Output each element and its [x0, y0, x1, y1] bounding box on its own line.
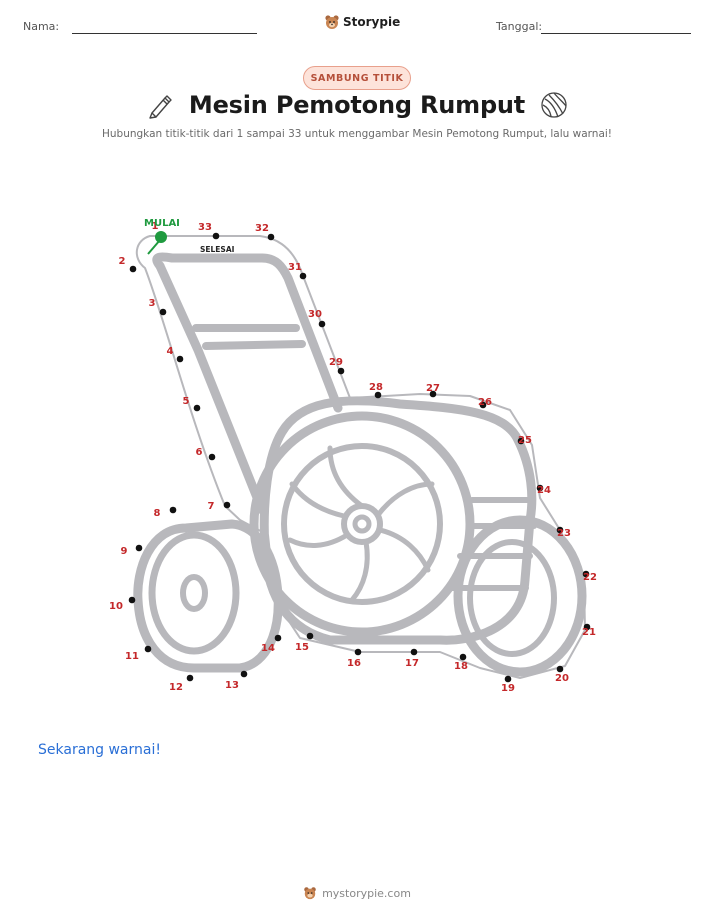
dot-number-18: 18: [454, 661, 468, 672]
dot-number-24: 24: [537, 485, 551, 496]
dot-2[interactable]: [129, 265, 137, 273]
dot-30[interactable]: [318, 320, 326, 328]
dot-number-5: 5: [183, 396, 190, 407]
bear-logo-icon: [325, 15, 339, 29]
dot-10[interactable]: [128, 596, 136, 604]
dot-17[interactable]: [410, 648, 418, 656]
dot-number-27: 27: [426, 383, 440, 394]
dot-22[interactable]: [582, 570, 590, 578]
dot-4[interactable]: [176, 355, 184, 363]
date-line[interactable]: [541, 33, 691, 34]
dot-14[interactable]: [274, 634, 282, 642]
dot-21[interactable]: [583, 623, 591, 631]
dot-23[interactable]: [556, 526, 564, 534]
dot-number-32: 32: [255, 223, 269, 234]
dot-33[interactable]: [212, 232, 220, 240]
dot-16[interactable]: [354, 648, 362, 656]
title-row: Mesin Pemotong Rumput: [0, 90, 714, 120]
footer: mystorypie.com: [0, 886, 714, 900]
dot-number-17: 17: [405, 658, 419, 669]
dot-26[interactable]: [479, 401, 487, 409]
dot-12[interactable]: [186, 674, 194, 682]
dot-25[interactable]: [517, 437, 525, 445]
footer-url[interactable]: mystorypie.com: [322, 886, 411, 900]
end-label: SELESAI: [200, 245, 235, 254]
dot-number-21: 21: [582, 627, 596, 638]
dot-number-7: 7: [208, 501, 215, 512]
dot-8[interactable]: [169, 506, 177, 514]
color-prompt: Sekarang warnai!: [38, 742, 161, 758]
dot-31[interactable]: [299, 272, 307, 280]
dot-number-31: 31: [288, 262, 302, 273]
dot-number-4: 4: [167, 346, 174, 357]
dot-number-33: 33: [198, 222, 212, 233]
dot-number-13: 13: [225, 680, 239, 691]
dot-13[interactable]: [240, 670, 248, 678]
dot-number-9: 9: [121, 546, 128, 557]
start-marker: [155, 231, 167, 243]
pencil-icon: [149, 95, 172, 119]
dot-number-30: 30: [308, 309, 322, 320]
brand-name: Storypie: [343, 15, 401, 29]
dot-11[interactable]: [144, 645, 152, 653]
activity-badge: SAMBUNG TITIK: [303, 66, 411, 90]
dot-20[interactable]: [556, 665, 564, 673]
dot-number-10: 10: [109, 601, 123, 612]
dot-number-25: 25: [518, 435, 532, 446]
ball-icon: [541, 92, 567, 118]
dot-number-16: 16: [347, 658, 361, 669]
dot-6[interactable]: [208, 453, 216, 461]
dot-number-15: 15: [295, 642, 309, 653]
name-label: Nama:: [23, 20, 60, 33]
mower-outline: [133, 235, 587, 679]
dot-number-6: 6: [196, 447, 203, 458]
dot-number-11: 11: [125, 651, 139, 662]
dot-number-3: 3: [149, 298, 156, 309]
dot-number-1: 1: [152, 221, 159, 232]
date-label: Tanggal:: [496, 20, 543, 33]
dot-32[interactable]: [267, 233, 275, 241]
dot-number-22: 22: [583, 572, 597, 583]
dot-24[interactable]: [536, 484, 544, 492]
dot-3[interactable]: [159, 308, 167, 316]
dot-5[interactable]: [193, 404, 201, 412]
dot-18[interactable]: [459, 653, 467, 661]
dot-number-19: 19: [501, 683, 515, 694]
brand: Storypie: [324, 14, 400, 30]
dot-number-12: 12: [169, 682, 183, 693]
page-title: Mesin Pemotong Rumput: [188, 91, 526, 119]
dot-number-28: 28: [369, 382, 383, 393]
dot-15[interactable]: [306, 632, 314, 640]
dot-number-8: 8: [154, 508, 161, 519]
dot-number-14: 14: [261, 643, 275, 654]
dot-28[interactable]: [374, 391, 382, 399]
dot-number-23: 23: [557, 528, 571, 539]
instructions: Hubungkan titik-titik dari 1 sampai 33 u…: [101, 128, 613, 140]
start-label: MULAI: [144, 218, 180, 229]
dot-number-20: 20: [555, 673, 569, 684]
dot-19[interactable]: [504, 675, 512, 683]
dot-29[interactable]: [337, 367, 345, 375]
dot-9[interactable]: [135, 544, 143, 552]
dot-7[interactable]: [223, 501, 231, 509]
name-line[interactable]: [72, 33, 257, 34]
dot-number-29: 29: [329, 357, 343, 368]
dot-number-2: 2: [119, 256, 126, 267]
footer-bear-logo-icon: [304, 887, 316, 900]
dot-27[interactable]: [429, 390, 437, 398]
dot-number-26: 26: [478, 397, 492, 408]
